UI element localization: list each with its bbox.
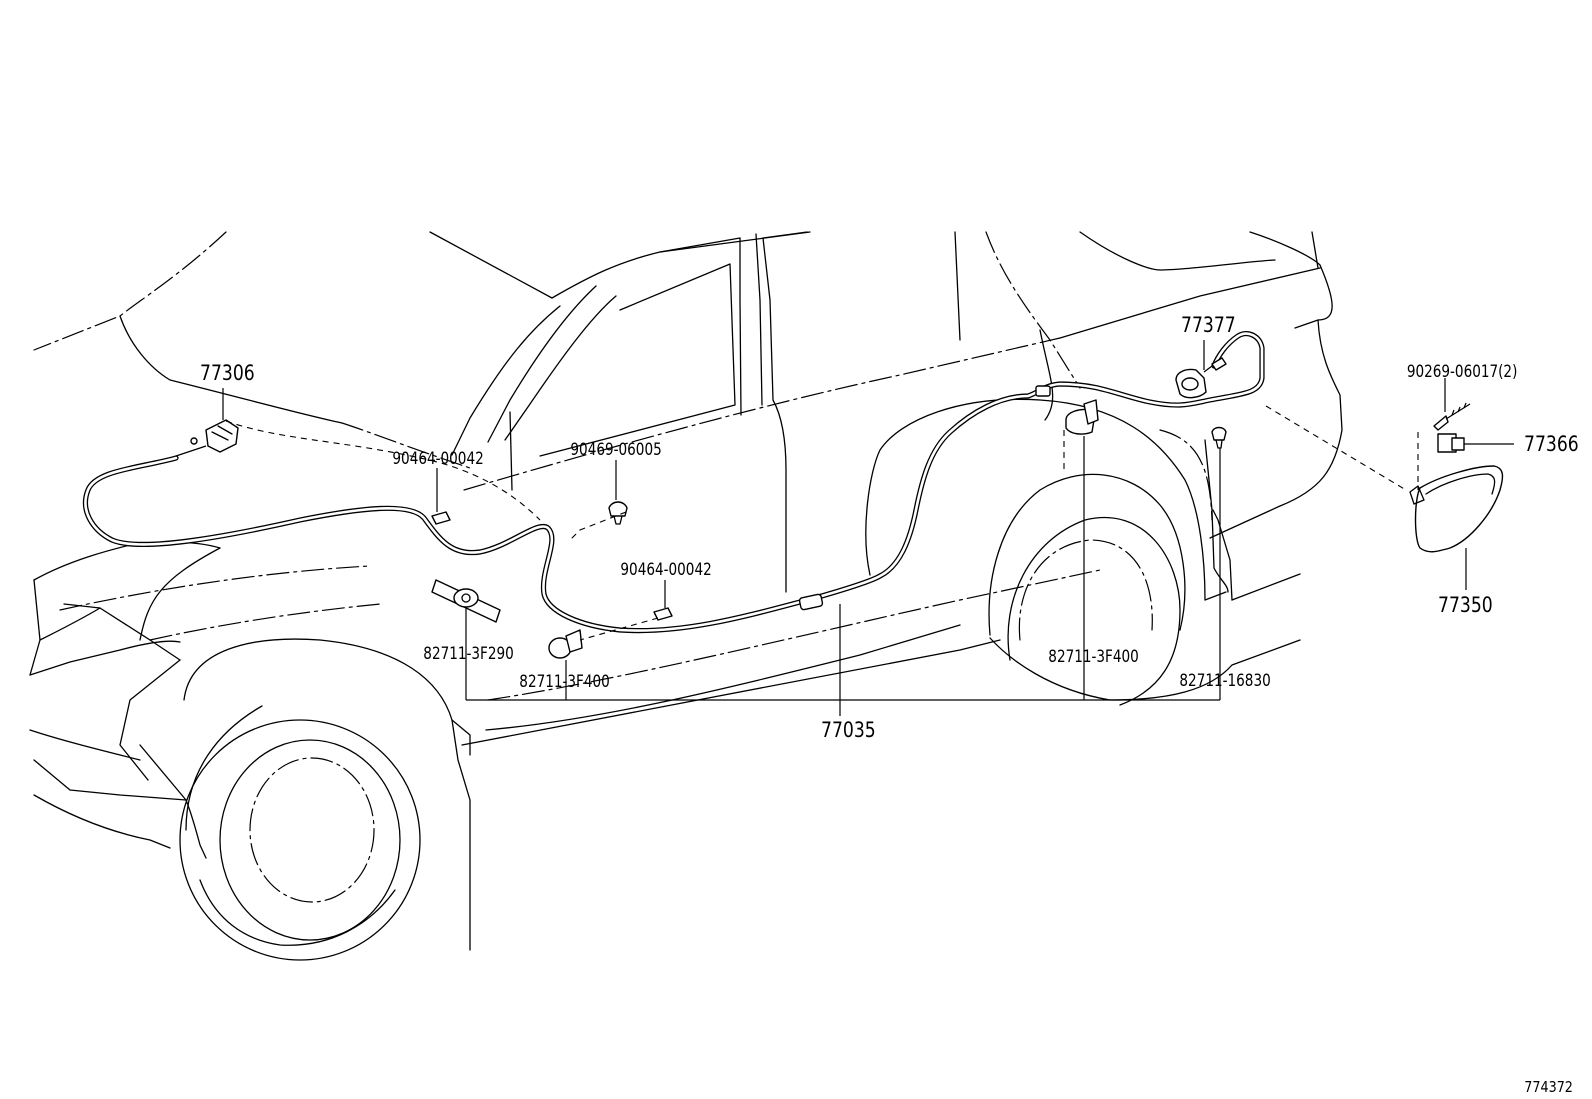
label-82711-3F400-front[interactable]: 82711-3F400 bbox=[519, 672, 609, 692]
label-90464-00042-upper[interactable]: 90464-00042 bbox=[392, 449, 483, 469]
cable-clamp-icon[interactable] bbox=[431, 579, 501, 623]
fuel-lid-release-lever-icon[interactable] bbox=[175, 419, 239, 457]
label-90469-06005[interactable]: 90469-06005 bbox=[570, 440, 661, 460]
fuel-lid-lock-icon[interactable] bbox=[1175, 357, 1227, 399]
label-77377[interactable]: 77377 bbox=[1181, 312, 1236, 337]
fuel-lid-hinge-icon[interactable] bbox=[1437, 433, 1514, 453]
label-82711-16830[interactable]: 82711-16830 bbox=[1179, 671, 1270, 691]
cable-clamp-icon[interactable] bbox=[548, 629, 583, 659]
fuel-lid-release-cable bbox=[82, 331, 1265, 634]
clip-icon[interactable] bbox=[431, 511, 451, 525]
clip-icon[interactable] bbox=[1211, 426, 1227, 449]
leader-lines bbox=[222, 340, 1446, 716]
vehicle-body-outline bbox=[29, 231, 1343, 961]
clip-icon[interactable] bbox=[653, 607, 673, 621]
screw-icon[interactable] bbox=[1433, 402, 1471, 431]
label-90269-06017[interactable]: 90269-06017(2) bbox=[1407, 362, 1518, 382]
label-77350[interactable]: 77350 bbox=[1438, 592, 1493, 617]
fuel-filler-lid-icon[interactable] bbox=[1409, 465, 1504, 590]
label-82711-3F400-rear[interactable]: 82711-3F400 bbox=[1048, 647, 1138, 667]
diagram-id: 774372 bbox=[1524, 1079, 1573, 1096]
label-77306[interactable]: 77306 bbox=[200, 360, 255, 385]
cable-clamp-icon[interactable] bbox=[1065, 399, 1099, 435]
part-labels: 77306 77377 90269-06017(2) 77366 77350 9… bbox=[200, 312, 1579, 1096]
label-82711-3F290[interactable]: 82711-3F290 bbox=[423, 644, 513, 664]
label-77366[interactable]: 77366 bbox=[1524, 431, 1579, 456]
label-90464-00042-lower[interactable]: 90464-00042 bbox=[620, 560, 711, 580]
clip-icon[interactable] bbox=[608, 501, 628, 525]
label-77035[interactable]: 77035 bbox=[821, 717, 876, 742]
